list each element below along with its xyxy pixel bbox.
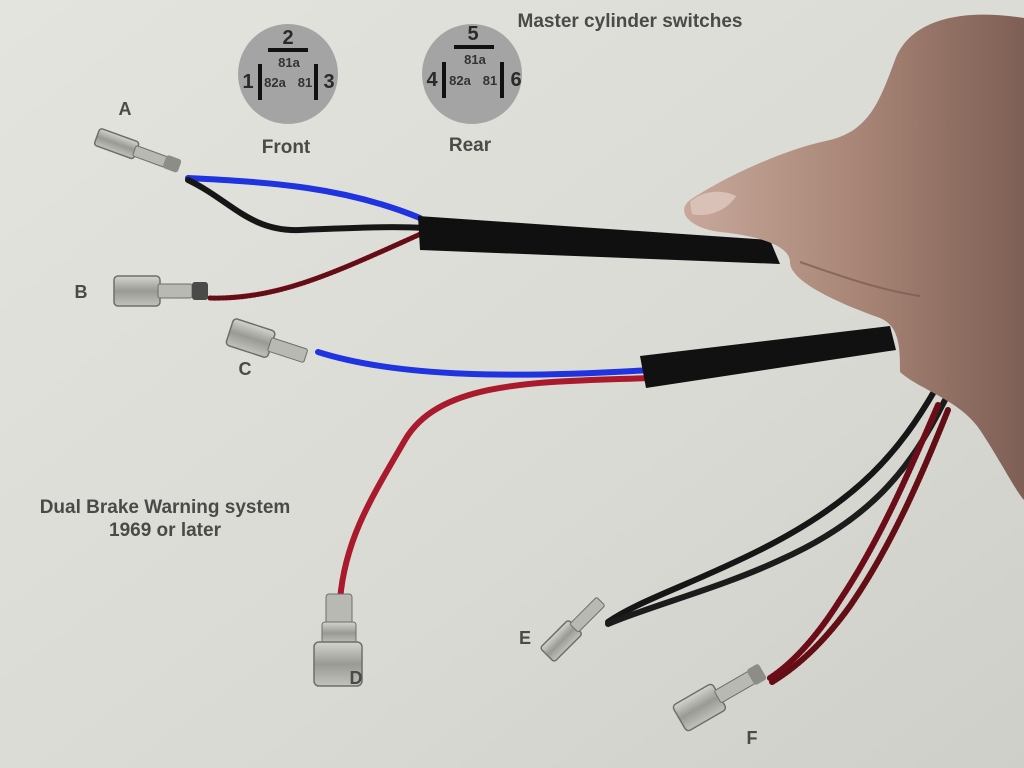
rear-pin-5: 5 bbox=[467, 23, 478, 45]
front-term-82a: 82a bbox=[264, 75, 286, 90]
rear-pin-4: 4 bbox=[426, 69, 438, 91]
connector-b-terminal bbox=[113, 275, 208, 307]
connector-label-b: B bbox=[75, 282, 88, 302]
thumb-nail bbox=[690, 191, 736, 216]
rear-term-81: 81 bbox=[483, 73, 497, 88]
front-pin-1: 1 bbox=[242, 71, 253, 93]
connector-f-terminal bbox=[672, 664, 767, 732]
wire-d-red bbox=[337, 375, 653, 603]
wire-a-black bbox=[185, 177, 428, 234]
wire-e-black-1 bbox=[605, 387, 938, 625]
rear-switch-face bbox=[422, 24, 522, 124]
knuckle-crease bbox=[799, 261, 921, 297]
front-switch-face bbox=[238, 24, 338, 124]
connector-label-e: E bbox=[519, 628, 531, 648]
caption-line-2: 1969 or later bbox=[109, 520, 222, 541]
front-switch-label: Front bbox=[262, 137, 311, 158]
connector-label-d: D bbox=[350, 668, 363, 688]
wiring-harness bbox=[185, 175, 951, 685]
rear-switch-label: Rear bbox=[449, 135, 492, 156]
rear-term-81a: 81a bbox=[464, 52, 486, 67]
connector-a-terminal bbox=[93, 128, 182, 173]
wire-c-blue bbox=[315, 349, 653, 378]
front-term-81a: 81a bbox=[278, 55, 300, 70]
connector-label-c: C bbox=[239, 359, 252, 379]
wire-e-black-2 bbox=[605, 397, 948, 627]
hand-palm bbox=[684, 14, 1024, 500]
connector-label-f: F bbox=[747, 728, 758, 748]
connector-e-terminal bbox=[540, 597, 605, 662]
diagram-title: Master cylinder switches bbox=[518, 11, 743, 32]
rear-term-82a: 82a bbox=[449, 73, 471, 88]
hand bbox=[684, 14, 1024, 500]
connector-d-terminal bbox=[313, 593, 363, 687]
upper-sleeve bbox=[418, 216, 780, 264]
front-term-81: 81 bbox=[298, 75, 312, 90]
connector-label-a: A bbox=[119, 99, 132, 119]
wire-a-blue bbox=[185, 175, 423, 221]
lower-sleeve bbox=[640, 326, 896, 388]
front-pin-3: 3 bbox=[323, 71, 334, 93]
connector-c-terminal bbox=[225, 318, 308, 363]
rear-pin-6: 6 bbox=[510, 69, 521, 91]
caption-line-1: Dual Brake Warning system bbox=[40, 497, 291, 518]
rear-switch-diagram: 5 81a 4 82a 81 6 Rear bbox=[422, 23, 522, 156]
front-switch-diagram: 2 81a 1 82a 81 3 Front bbox=[238, 24, 338, 158]
front-pin-2: 2 bbox=[282, 27, 293, 49]
